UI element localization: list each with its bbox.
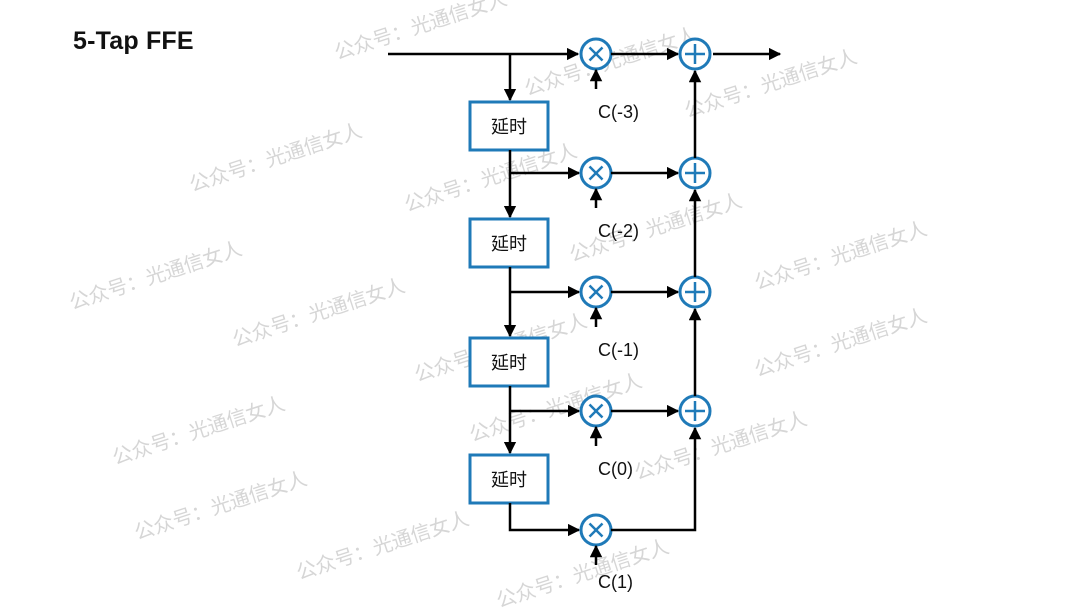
- multiplier: [579, 37, 613, 71]
- multiply-icon: [588, 165, 604, 181]
- coefficient-label: C(0): [598, 459, 633, 479]
- multiplier: [579, 394, 613, 428]
- multiplier: [579, 275, 613, 309]
- delay-label: 延时: [491, 117, 527, 138]
- tap-line: [508, 503, 581, 537]
- adder: [678, 37, 712, 71]
- delay-label: 延时: [491, 353, 527, 374]
- adder: [678, 156, 712, 190]
- delay-block: 延时: [468, 453, 550, 505]
- delay-label: 延时: [491, 470, 527, 491]
- delay-label: 延时: [491, 234, 527, 255]
- coefficient-label: C(-2): [598, 221, 639, 241]
- multiplier: [579, 513, 613, 547]
- multiply-icon: [588, 522, 604, 538]
- multiplier: [579, 156, 613, 190]
- multiply-icon: [588, 46, 604, 62]
- delay-block: 延时: [468, 336, 550, 388]
- multiply-icon: [588, 403, 604, 419]
- adder: [678, 394, 712, 428]
- multiply-icon: [588, 284, 604, 300]
- coefficient-label: C(-3): [598, 102, 639, 122]
- adder: [678, 275, 712, 309]
- coefficient-label: C(-1): [598, 340, 639, 360]
- delay-block: 延时: [468, 217, 550, 269]
- product-line: [611, 426, 702, 532]
- coefficient-label: C(1): [598, 572, 633, 592]
- delay-block: 延时: [468, 100, 550, 152]
- delay-box: [468, 453, 550, 505]
- diagram-title: 5-Tap FFE: [73, 27, 194, 55]
